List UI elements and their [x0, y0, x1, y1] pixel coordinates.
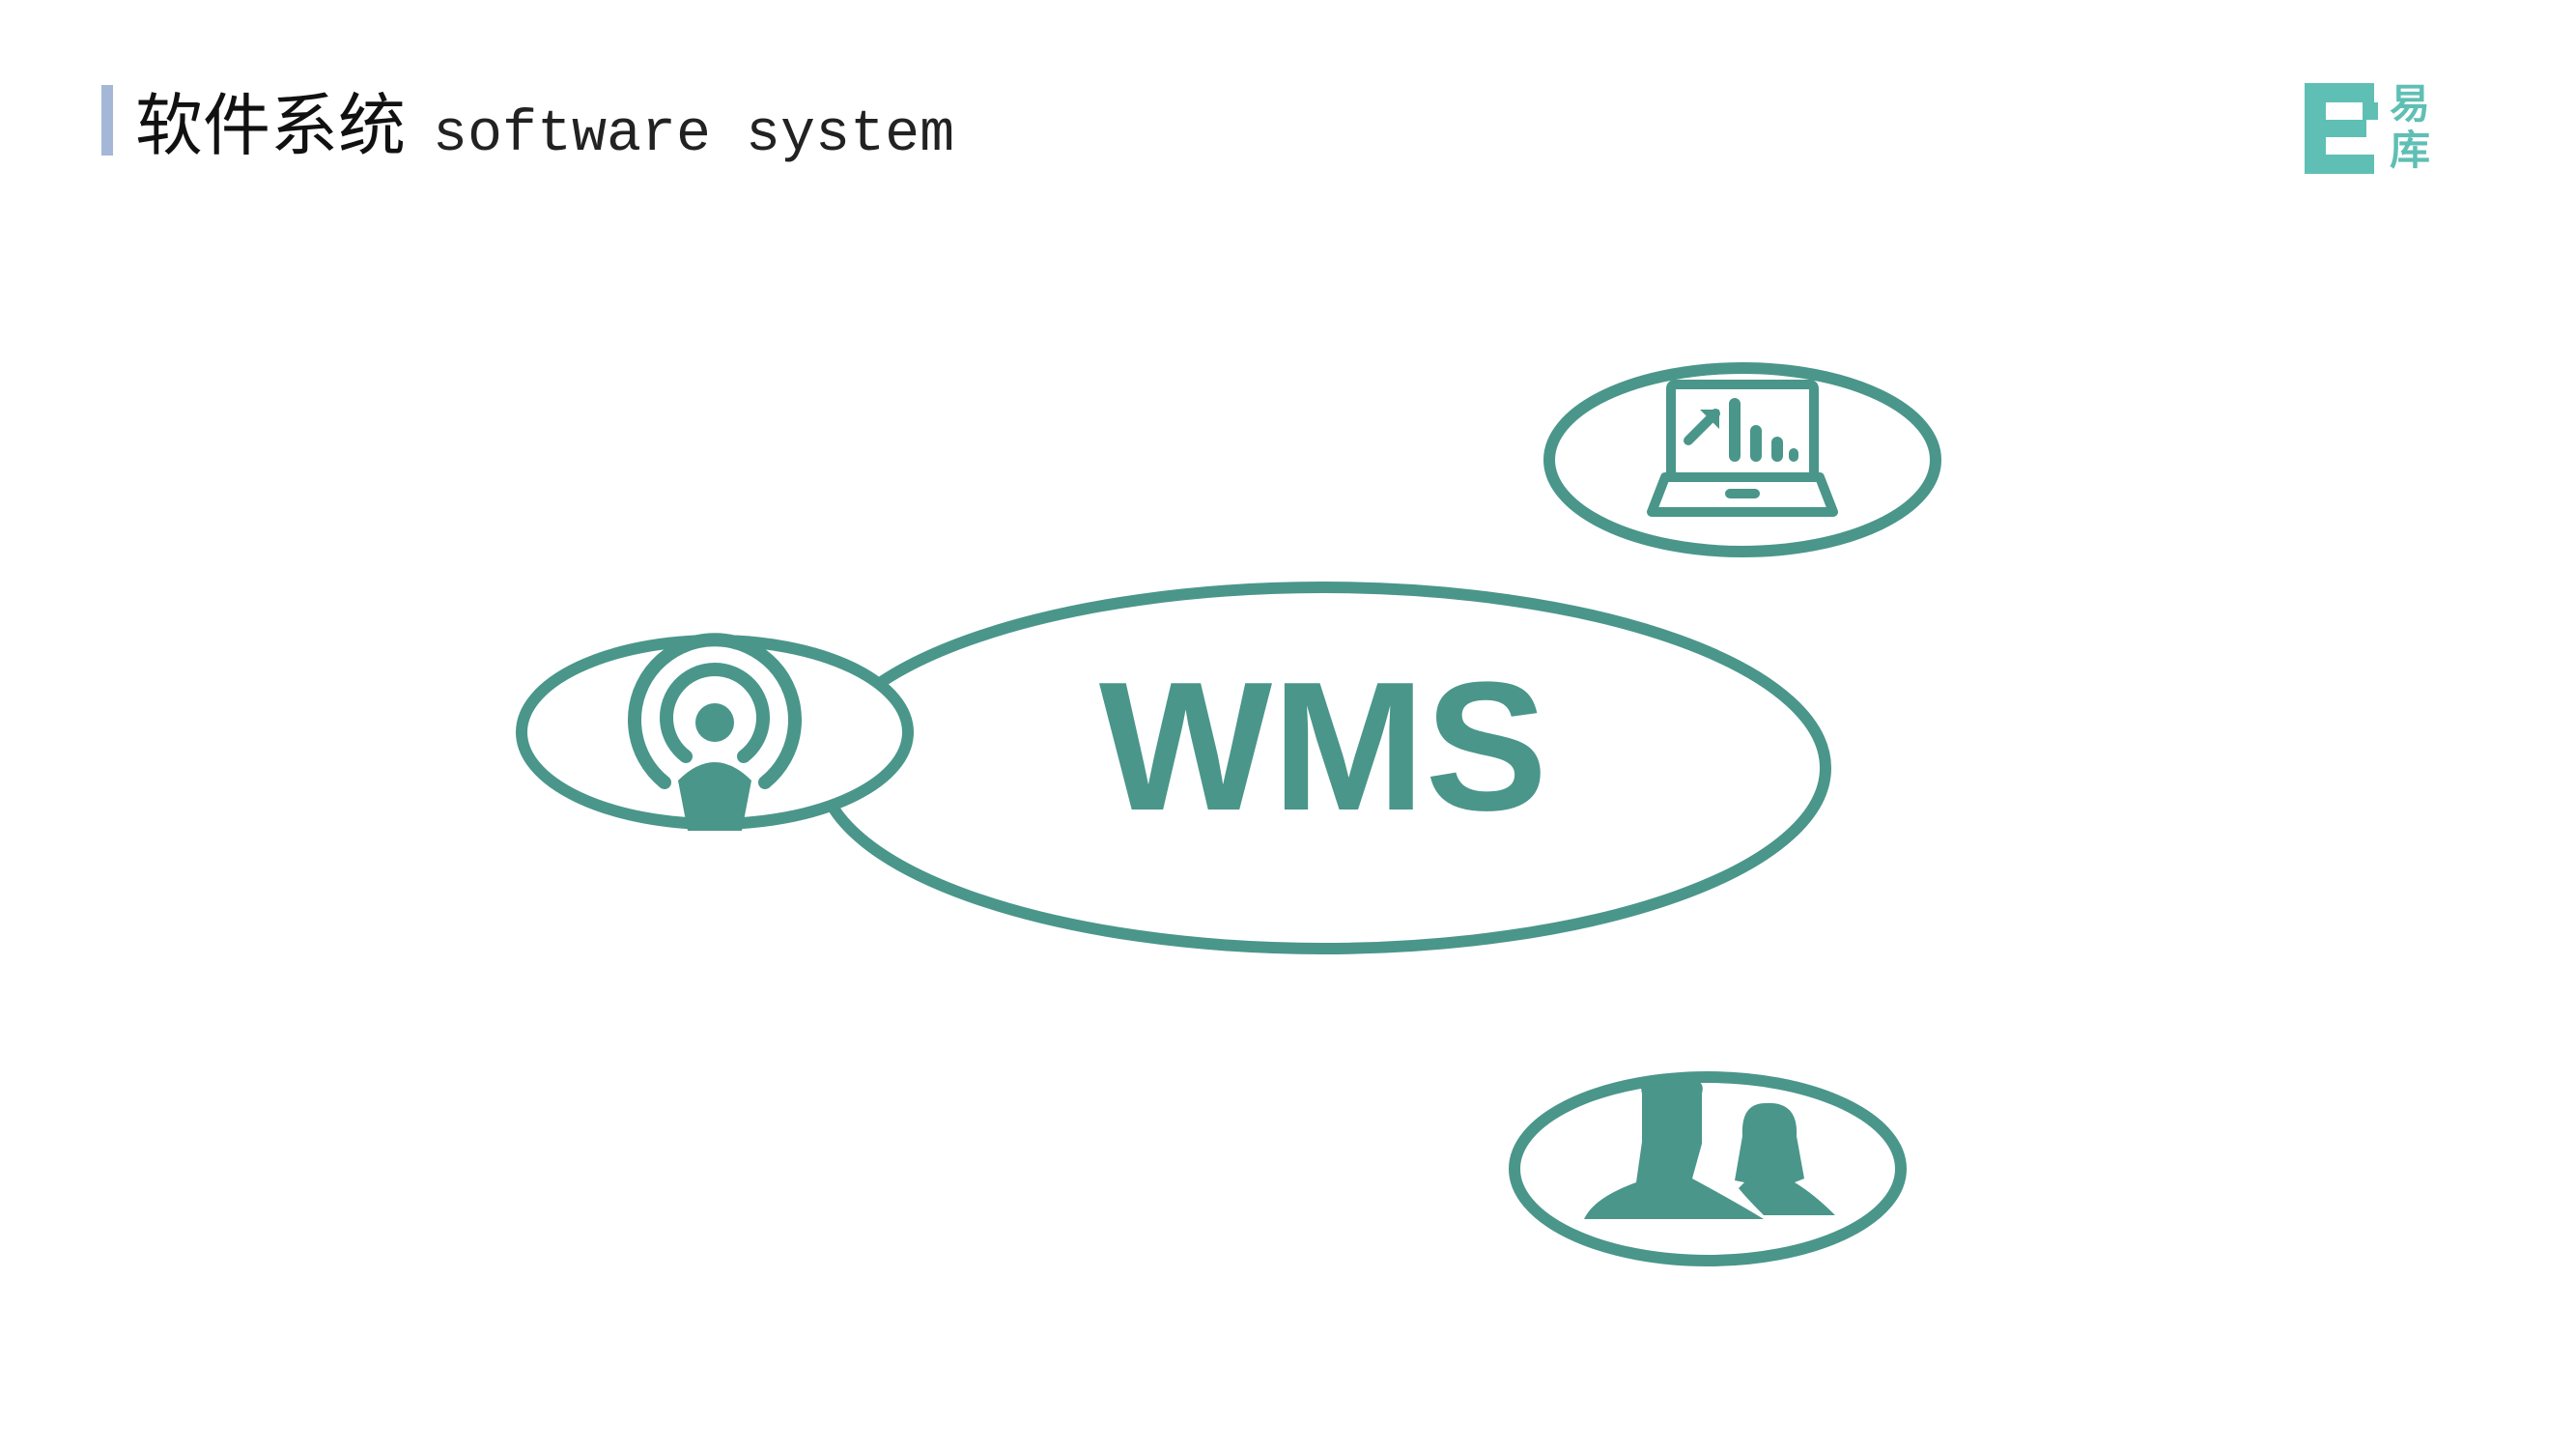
logo-text: 易 库	[2390, 81, 2440, 174]
logo-char-2: 库	[2390, 127, 2431, 174]
title-chinese: 软件系统	[135, 86, 406, 165]
title-english: software system	[433, 102, 955, 168]
logo-e-icon	[2305, 83, 2378, 174]
podcast-icon	[628, 633, 802, 831]
laptop-chart-icon	[1647, 380, 1838, 517]
users-node-ellipse	[1509, 1071, 1907, 1266]
wms-label: WMS	[1099, 644, 1547, 849]
brand-logo: 易 库	[2305, 81, 2440, 174]
users-icon	[1584, 1080, 1835, 1219]
logo-char-1: 易	[2390, 80, 2431, 128]
title-accent-bar	[101, 85, 113, 156]
laptop-node-ellipse	[1543, 362, 1941, 557]
